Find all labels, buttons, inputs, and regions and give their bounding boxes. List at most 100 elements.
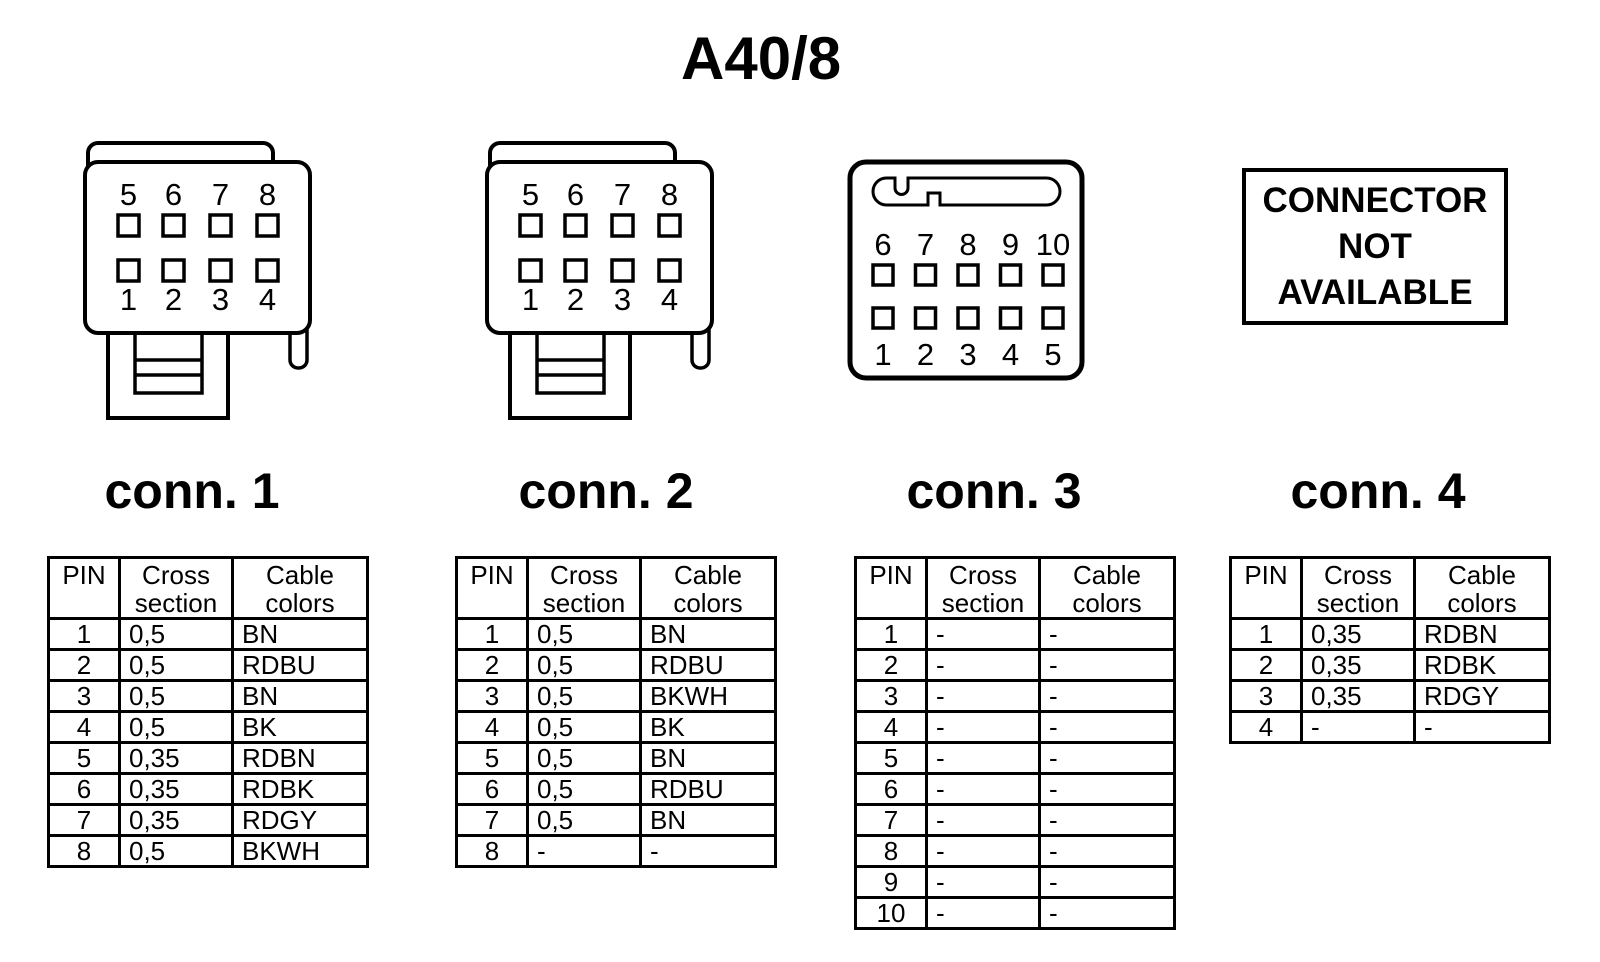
pin-number-cell: 10 — [854, 896, 928, 930]
pin-number-label: 4 — [1002, 337, 1019, 372]
pin-number-cell: 3 — [455, 679, 529, 713]
pin-number-cell: 1 — [47, 617, 121, 651]
pin-number-cell: 6 — [854, 772, 928, 806]
connector-4-label: conn. 4 — [1290, 463, 1466, 519]
table-row: 6-- — [854, 772, 1176, 806]
pin-number-label: 6 — [874, 227, 891, 262]
cable-color-cell: - — [1038, 896, 1176, 930]
cable-color-cell: BK — [231, 710, 369, 744]
pin-cavity-square — [956, 306, 980, 330]
pin-cavity-square — [255, 258, 280, 283]
connector-latch-inner — [133, 329, 204, 395]
pin-cavity-square — [956, 263, 980, 287]
cross-section-cell: - — [925, 679, 1041, 713]
cross-section-cell: 0,35 — [118, 803, 234, 837]
pin-number-cell: 7 — [455, 803, 529, 837]
pin-number-cell: 8 — [47, 834, 121, 868]
cross-section-cell: 0,5 — [118, 834, 234, 868]
cable-color-cell: RDBU — [231, 648, 369, 682]
cross-section-cell: - — [925, 710, 1041, 744]
column-header: Cross section — [526, 556, 642, 620]
pin-number-label: 3 — [959, 337, 976, 372]
table-row: 9-- — [854, 865, 1176, 899]
pin-number-cell: 4 — [1229, 710, 1303, 744]
pin-number-cell: 9 — [854, 865, 928, 899]
cross-section-cell: 0,35 — [1300, 648, 1416, 682]
cable-color-cell: - — [1413, 710, 1551, 744]
pin-number-cell: 2 — [455, 648, 529, 682]
cross-section-cell: - — [925, 865, 1041, 899]
cross-section-cell: 0,5 — [118, 679, 234, 713]
pin-number-cell: 5 — [47, 741, 121, 775]
pin-number-cell: 4 — [455, 710, 529, 744]
column-header: PIN — [1229, 556, 1303, 620]
pin-number-cell: 3 — [1229, 679, 1303, 713]
pin-number-cell: 4 — [854, 710, 928, 744]
cross-section-cell: 0,5 — [118, 617, 234, 651]
column-header: Cable colors — [1413, 556, 1551, 620]
cable-color-cell: BK — [639, 710, 777, 744]
cross-section-cell: 0,5 — [526, 803, 642, 837]
pin-number-cell: 5 — [455, 741, 529, 775]
pin-number-label: 6 — [165, 177, 182, 212]
cable-color-cell: - — [1038, 803, 1176, 837]
cross-section-cell: - — [925, 834, 1041, 868]
cross-section-cell: 0,35 — [1300, 617, 1416, 651]
pin-number-cell: 4 — [47, 710, 121, 744]
pin-number-label: 1 — [120, 282, 137, 317]
pin-number-label: 2 — [567, 282, 584, 317]
cable-color-cell: RDBN — [231, 741, 369, 775]
keying-slot — [871, 176, 1062, 207]
pin-cavity-square — [208, 258, 233, 283]
column-header: PIN — [854, 556, 928, 620]
table-row: 8-- — [854, 834, 1176, 868]
cross-section-cell: 0,35 — [1300, 679, 1416, 713]
cable-color-cell: - — [1038, 865, 1176, 899]
column-header: PIN — [455, 556, 529, 620]
pin-number-label: 2 — [917, 337, 934, 372]
table-row: 10-- — [854, 896, 1176, 930]
pin-cavity-square — [563, 213, 588, 238]
connector-2-label: conn. 2 — [518, 463, 694, 519]
cable-color-cell: BKWH — [231, 834, 369, 868]
column-header: Cable colors — [1038, 556, 1176, 620]
column-header: Cable colors — [231, 556, 369, 620]
pin-number-label: 4 — [661, 282, 678, 317]
pin-cavity-square — [657, 258, 682, 283]
pin-number-cell: 3 — [47, 679, 121, 713]
table-row: 5-- — [854, 741, 1176, 775]
pin-number-label: 6 — [567, 177, 584, 212]
pin-number-cell: 8 — [455, 834, 529, 868]
cross-section-cell: 0,5 — [526, 679, 642, 713]
cross-section-cell: 0,5 — [526, 648, 642, 682]
pin-cavity-square — [255, 213, 280, 238]
connector-not-available-text: CONNECTOR NOT AVAILABLE — [1262, 180, 1488, 312]
column-header: Cable colors — [639, 556, 777, 620]
table-row: 7-- — [854, 803, 1176, 837]
cross-section-cell: 0,5 — [526, 772, 642, 806]
pin-number-label: 8 — [959, 227, 976, 262]
pin-cavity-square — [208, 213, 233, 238]
pin-number-label: 9 — [1002, 227, 1019, 262]
table-row: 2-- — [854, 648, 1176, 682]
connector-1-label: conn. 1 — [104, 463, 280, 519]
pin-cavity-square — [657, 213, 682, 238]
pin-number-cell: 1 — [455, 617, 529, 651]
cable-color-cell: RDBN — [1413, 617, 1551, 651]
pin-cavity-square — [1041, 263, 1065, 287]
cable-color-cell: BN — [231, 617, 369, 651]
cable-color-cell: RDBK — [231, 772, 369, 806]
